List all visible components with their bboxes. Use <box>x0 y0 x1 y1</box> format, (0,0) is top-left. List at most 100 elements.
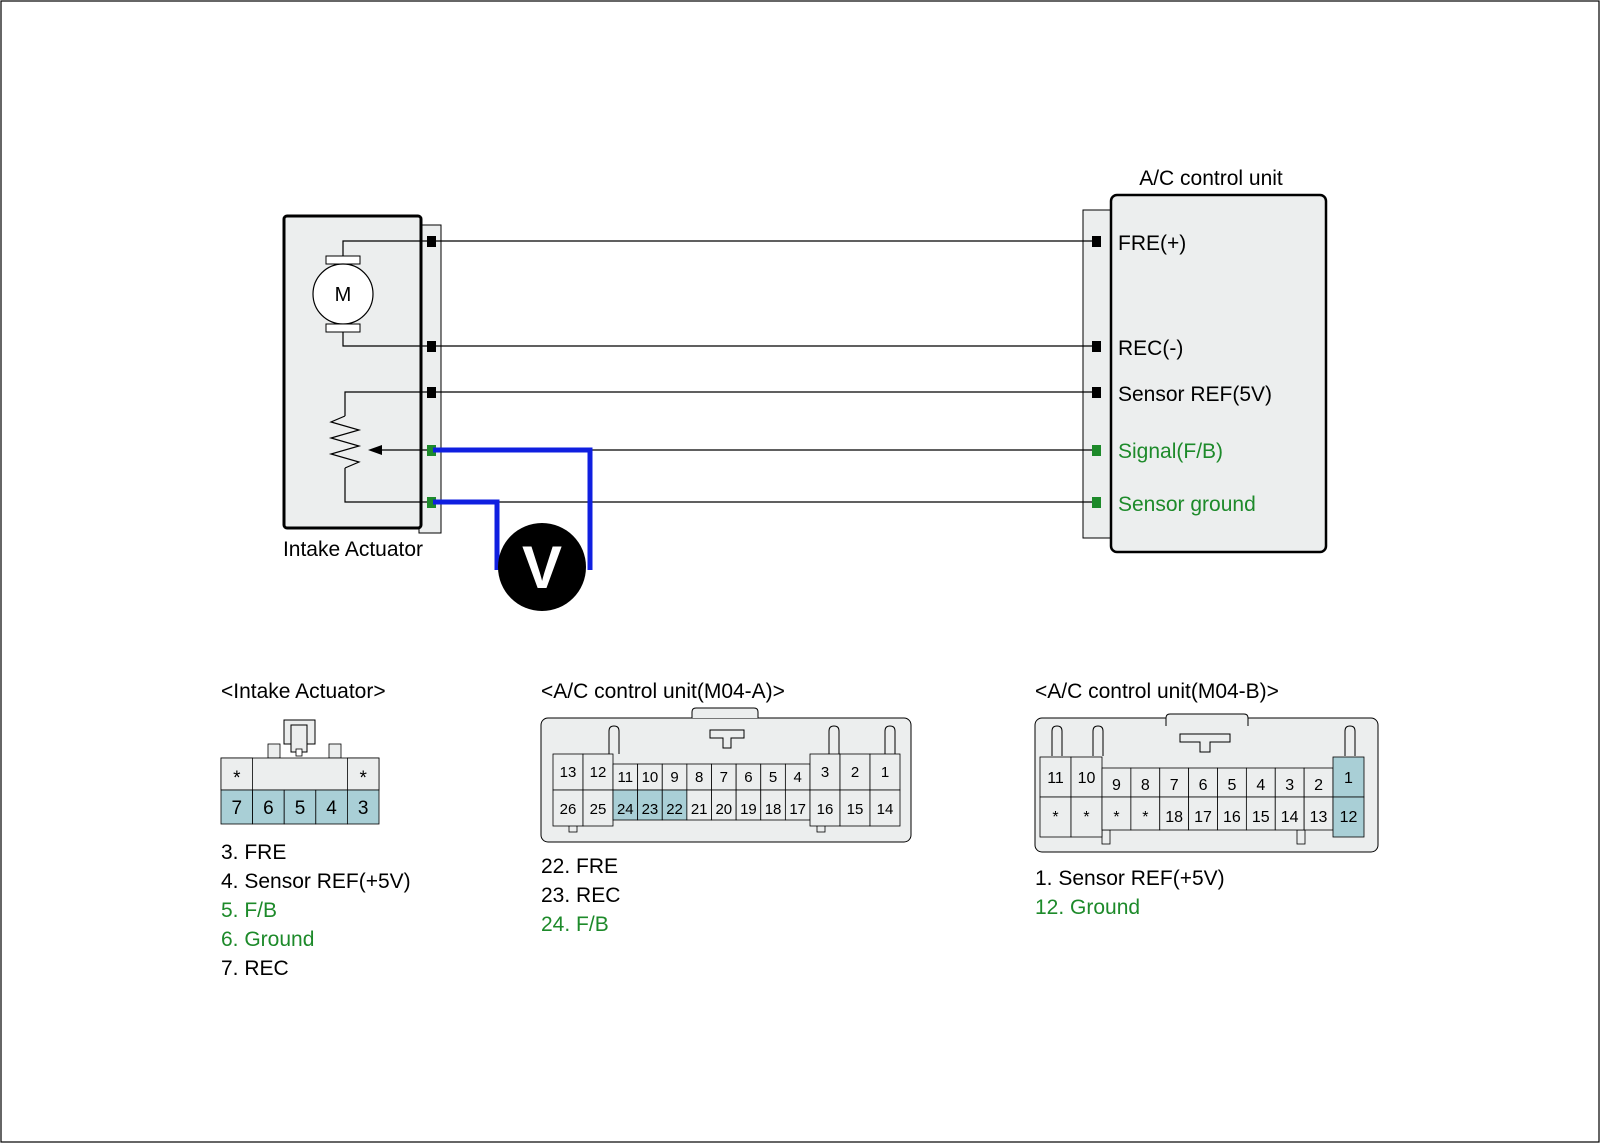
pin-cell <box>1101 796 1132 831</box>
pin-number: 5 <box>1227 777 1236 794</box>
harness-wires <box>435 240 1100 503</box>
actuator-label: Intake Actuator <box>283 538 423 561</box>
pin-number: 9 <box>1112 777 1121 794</box>
pin-number: 14 <box>877 801 894 818</box>
legend-item: 4. Sensor REF(+5V) <box>221 870 411 893</box>
pin-cell <box>686 763 712 791</box>
latch <box>608 725 620 754</box>
pin-cell <box>1332 796 1365 838</box>
pin-number: * <box>359 768 367 789</box>
pin-cell <box>1070 756 1103 798</box>
pin-number: * <box>1052 809 1058 826</box>
pin-number: 14 <box>1281 809 1299 826</box>
pin-number: 11 <box>618 769 634 786</box>
connector-title: <A/C control unit(M04-A)> <box>541 680 785 703</box>
pin-cell <box>1274 767 1305 798</box>
terminal-label-signal: Signal(F/B) <box>1118 440 1223 463</box>
pin-number: 9 <box>670 769 678 786</box>
pin-cell <box>1130 767 1161 798</box>
pin-cell <box>1070 796 1103 838</box>
latch <box>884 725 896 754</box>
pin-cell <box>869 789 901 827</box>
pin-number: 20 <box>715 801 732 818</box>
terminal-pin <box>1092 341 1101 352</box>
pin-number: 4 <box>1256 777 1265 794</box>
pin-cell <box>735 763 762 791</box>
pin-cell <box>1217 796 1247 831</box>
pin-number: 15 <box>847 801 864 818</box>
terminal-pin <box>427 387 436 398</box>
pin-number: 1 <box>1344 770 1353 787</box>
pin-cell <box>582 789 614 827</box>
pin-cell <box>1303 796 1334 831</box>
terminal-pin <box>427 497 436 508</box>
pin-cell <box>661 789 688 821</box>
terminal-label-sensor-ref: Sensor REF(5V) <box>1118 383 1272 406</box>
pin-number: 21 <box>691 801 708 818</box>
pin-cell <box>220 757 254 791</box>
intake-actuator-block: M Intake Actuator <box>282 214 442 561</box>
pin-cell <box>220 789 254 825</box>
meter-lead-negative <box>433 499 500 570</box>
pin-number: 18 <box>765 801 782 818</box>
pin-number: 6 <box>1199 777 1208 794</box>
legend-item: 5. F/B <box>221 899 277 922</box>
terminal-pin <box>427 341 436 352</box>
pin-cell <box>552 789 584 827</box>
pin-number: 23 <box>642 801 659 818</box>
pin-cell <box>315 789 348 825</box>
pin-number: 3 <box>821 764 829 781</box>
pin-cell <box>252 789 285 825</box>
terminal-pin <box>427 445 436 456</box>
pin-number: 8 <box>695 769 703 786</box>
terminal-pin <box>1092 387 1101 398</box>
pin-number: 1 <box>881 764 889 781</box>
pin-number: 6 <box>744 769 752 786</box>
pin-number: 12 <box>590 764 607 781</box>
pin-cell <box>1039 796 1072 838</box>
connector-pin-row: ** <box>220 757 380 791</box>
latch <box>1344 725 1356 756</box>
actuator-terminals <box>427 236 436 508</box>
pin-cell <box>1217 767 1247 798</box>
pin-cell <box>760 789 786 821</box>
pin-cell <box>784 789 811 821</box>
potentiometer-symbol <box>328 391 430 503</box>
pin-cell <box>1332 756 1365 798</box>
pin-number: 2 <box>1314 777 1323 794</box>
pin-number: 12 <box>1340 809 1358 826</box>
voltmeter: V <box>433 447 593 611</box>
pin-number: 13 <box>1310 809 1328 826</box>
pin-number: 4 <box>326 798 337 819</box>
motor-symbol: M <box>312 240 430 347</box>
connector-latches <box>608 725 896 754</box>
pin-number: 10 <box>1078 770 1096 787</box>
control-unit-title: A/C control unit <box>1139 167 1283 190</box>
pin-number: 7 <box>720 769 728 786</box>
pin-number: 5 <box>769 769 777 786</box>
pin-number: 5 <box>295 798 306 819</box>
pin-cell <box>346 789 380 825</box>
connector-legend: 1. Sensor REF(+5V)12. Ground <box>1035 867 1225 919</box>
pin-cell <box>686 789 712 821</box>
pin-cell <box>346 757 380 791</box>
control-unit-body <box>1109 193 1328 554</box>
pin-number: 19 <box>740 801 757 818</box>
pin-cell <box>869 753 901 791</box>
pin-number: 6 <box>263 798 274 819</box>
connector-title: <Intake Actuator> <box>221 680 386 703</box>
pin-number: * <box>233 768 241 789</box>
control-unit-terminals <box>1092 236 1101 508</box>
latch <box>828 725 840 754</box>
pin-number: 8 <box>1141 777 1150 794</box>
pin-number: * <box>1142 809 1148 826</box>
pin-cell <box>1188 767 1218 798</box>
pin-number: 17 <box>1194 809 1212 826</box>
connector-title: <A/C control unit(M04-B)> <box>1035 680 1279 703</box>
motor-label: M <box>335 284 352 306</box>
